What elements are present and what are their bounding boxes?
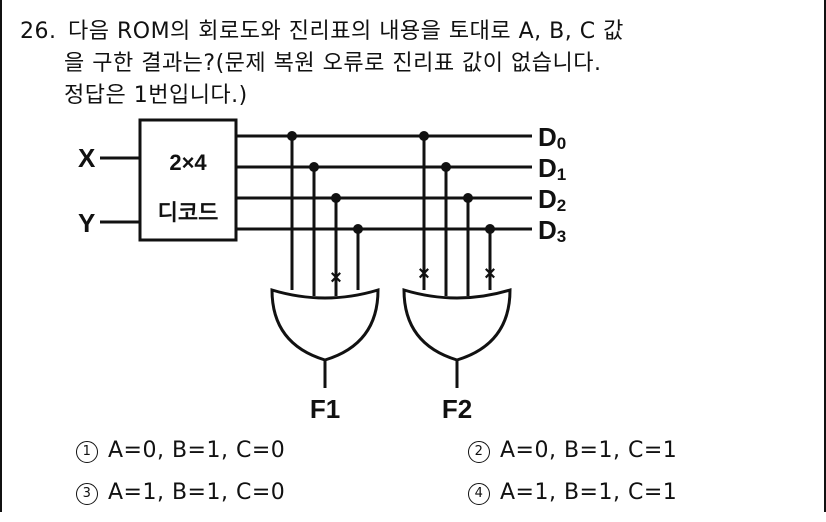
or-gate-f1 — [270, 287, 380, 362]
decoder-label-bottom: 디코드 — [158, 200, 219, 225]
rom-circuit-diagram: 2×4 디코드 X Y D0 D1 D2 D3 × F1 — [78, 118, 566, 424]
question-line-3: 정답은 1번입니다.) — [64, 83, 248, 108]
answer-options: 1 A=0, B=1, C=0 2 A=0, B=1, C=1 3 A=1, B=1,… — [76, 438, 796, 522]
output-label-d3: D3 — [538, 215, 566, 246]
question-line-1: 26. 다음 ROM의 회로도와 진리표의 내용을 토대로 A, B, C 값 — [20, 16, 800, 48]
gate2-connection-dots — [419, 131, 495, 234]
page-border-right — [824, 0, 826, 512]
or-gate-f2 — [402, 287, 512, 362]
option-2[interactable]: 2 A=0, B=1, C=1 — [468, 438, 677, 463]
option-4-marker: 4 — [468, 483, 490, 505]
input-x-label: X — [78, 143, 96, 173]
option-2-marker: 2 — [468, 441, 490, 463]
option-3[interactable]: 3 A=1, B=1, C=0 — [76, 480, 285, 505]
option-1-marker: 1 — [76, 441, 98, 463]
gate1-connection-dots — [287, 131, 363, 234]
decoder-label-top: 2×4 — [169, 150, 207, 175]
option-1-text: A=0, B=1, C=0 — [108, 438, 286, 463]
gate2-blown-fuse-mark-b: × — [484, 263, 496, 285]
option-4-text: A=1, B=1, C=1 — [500, 480, 678, 505]
option-3-marker: 3 — [76, 483, 98, 505]
question-text-1: 다음 ROM의 회로도와 진리표의 내용을 토대로 A, B, C 값 — [68, 19, 624, 44]
gate2-label: F2 — [442, 394, 472, 424]
gate1-blown-fuse-mark: × — [330, 267, 342, 289]
gate1-label: F1 — [310, 394, 340, 424]
decoder-box — [138, 118, 238, 242]
options-row-1: 1 A=0, B=1, C=0 2 A=0, B=1, C=1 — [76, 438, 796, 480]
question-block: 26. 다음 ROM의 회로도와 진리표의 내용을 토대로 A, B, C 값 … — [20, 16, 800, 112]
option-1[interactable]: 1 A=0, B=1, C=0 — [76, 438, 285, 463]
page-border-left — [0, 0, 2, 512]
output-label-d2: D2 — [538, 184, 566, 215]
question-number: 26. — [20, 19, 57, 44]
gate2-taps — [422, 136, 492, 296]
options-row-2: 3 A=1, B=1, C=0 4 A=1, B=1, C=1 — [76, 480, 796, 522]
gate2-blown-fuse-mark-a: × — [418, 263, 430, 285]
input-y-label: Y — [78, 208, 95, 238]
question-line-2: 을 구한 결과는?(문제 복원 오류로 진리표 값이 없습니다. — [64, 51, 602, 76]
option-3-text: A=1, B=1, C=0 — [108, 480, 286, 505]
option-2-text: A=0, B=1, C=1 — [500, 438, 678, 463]
output-label-d1: D1 — [538, 153, 566, 184]
gate1-taps — [290, 136, 360, 296]
option-4[interactable]: 4 A=1, B=1, C=1 — [468, 480, 677, 505]
output-label-d0: D0 — [538, 122, 566, 153]
